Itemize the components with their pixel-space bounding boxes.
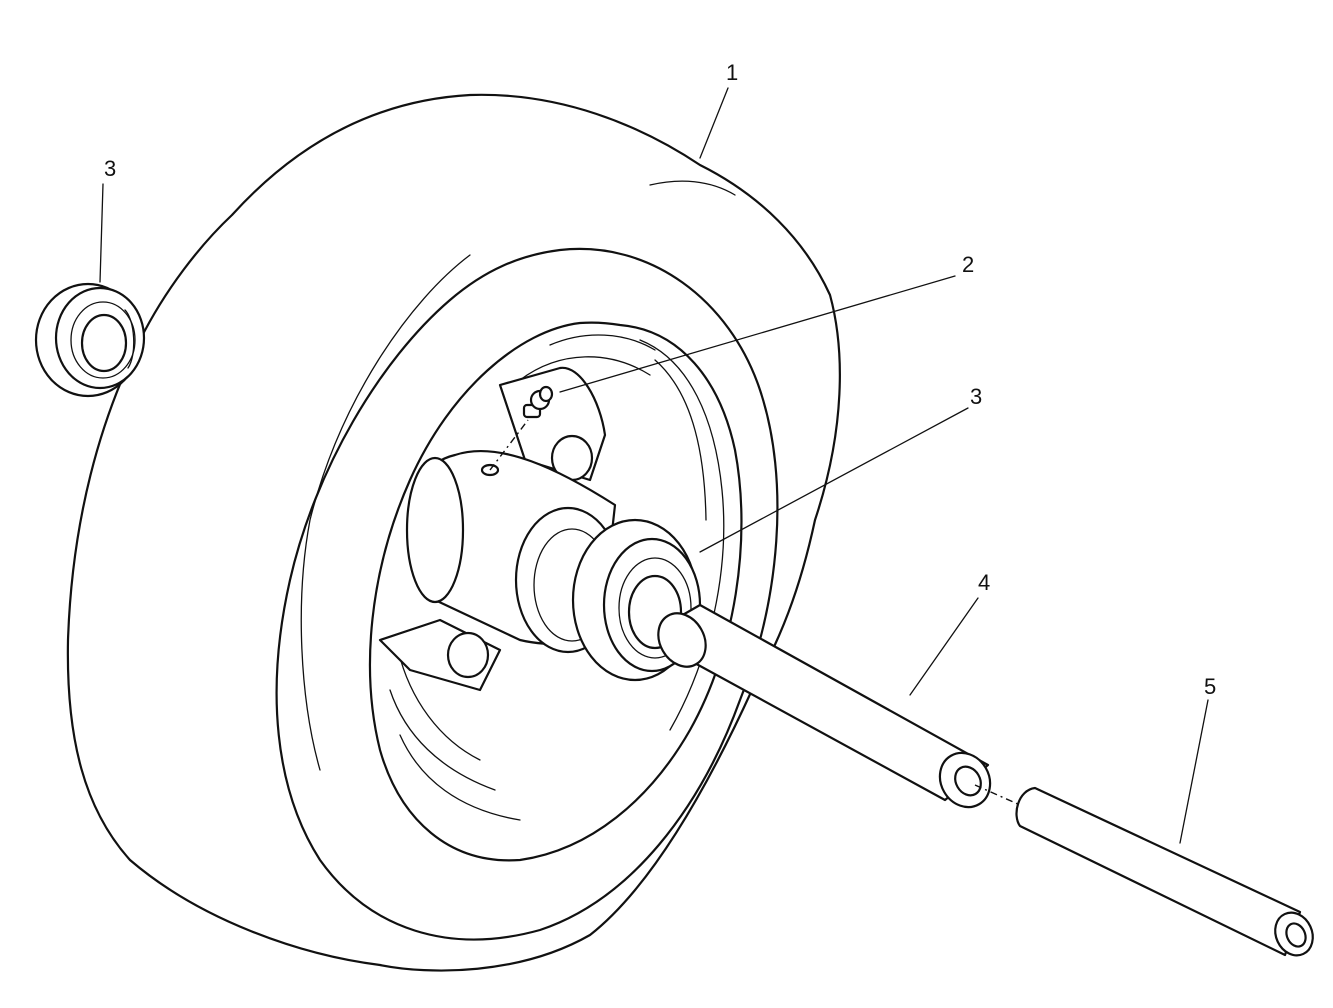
callout-3-right: 3 [970, 384, 982, 409]
leader-1 [699, 87, 729, 159]
leader-lines [99, 87, 1209, 844]
callout-1: 1 [726, 60, 738, 85]
wheel-rim [368, 321, 743, 862]
callout-5: 5 [1204, 674, 1216, 699]
leader-4 [909, 597, 979, 696]
axle [974, 784, 1314, 957]
tire [66, 93, 841, 972]
leader-2 [559, 275, 956, 393]
spacer-tube [657, 603, 992, 809]
grease-fitting [489, 385, 554, 471]
callout-3-left: 3 [104, 156, 116, 181]
callout-2: 2 [962, 252, 974, 277]
leader-3-right [699, 407, 969, 553]
bearing-left [34, 282, 146, 398]
leader-5 [1179, 699, 1209, 844]
callout-4: 4 [978, 570, 990, 595]
leader-3-left [99, 183, 104, 283]
